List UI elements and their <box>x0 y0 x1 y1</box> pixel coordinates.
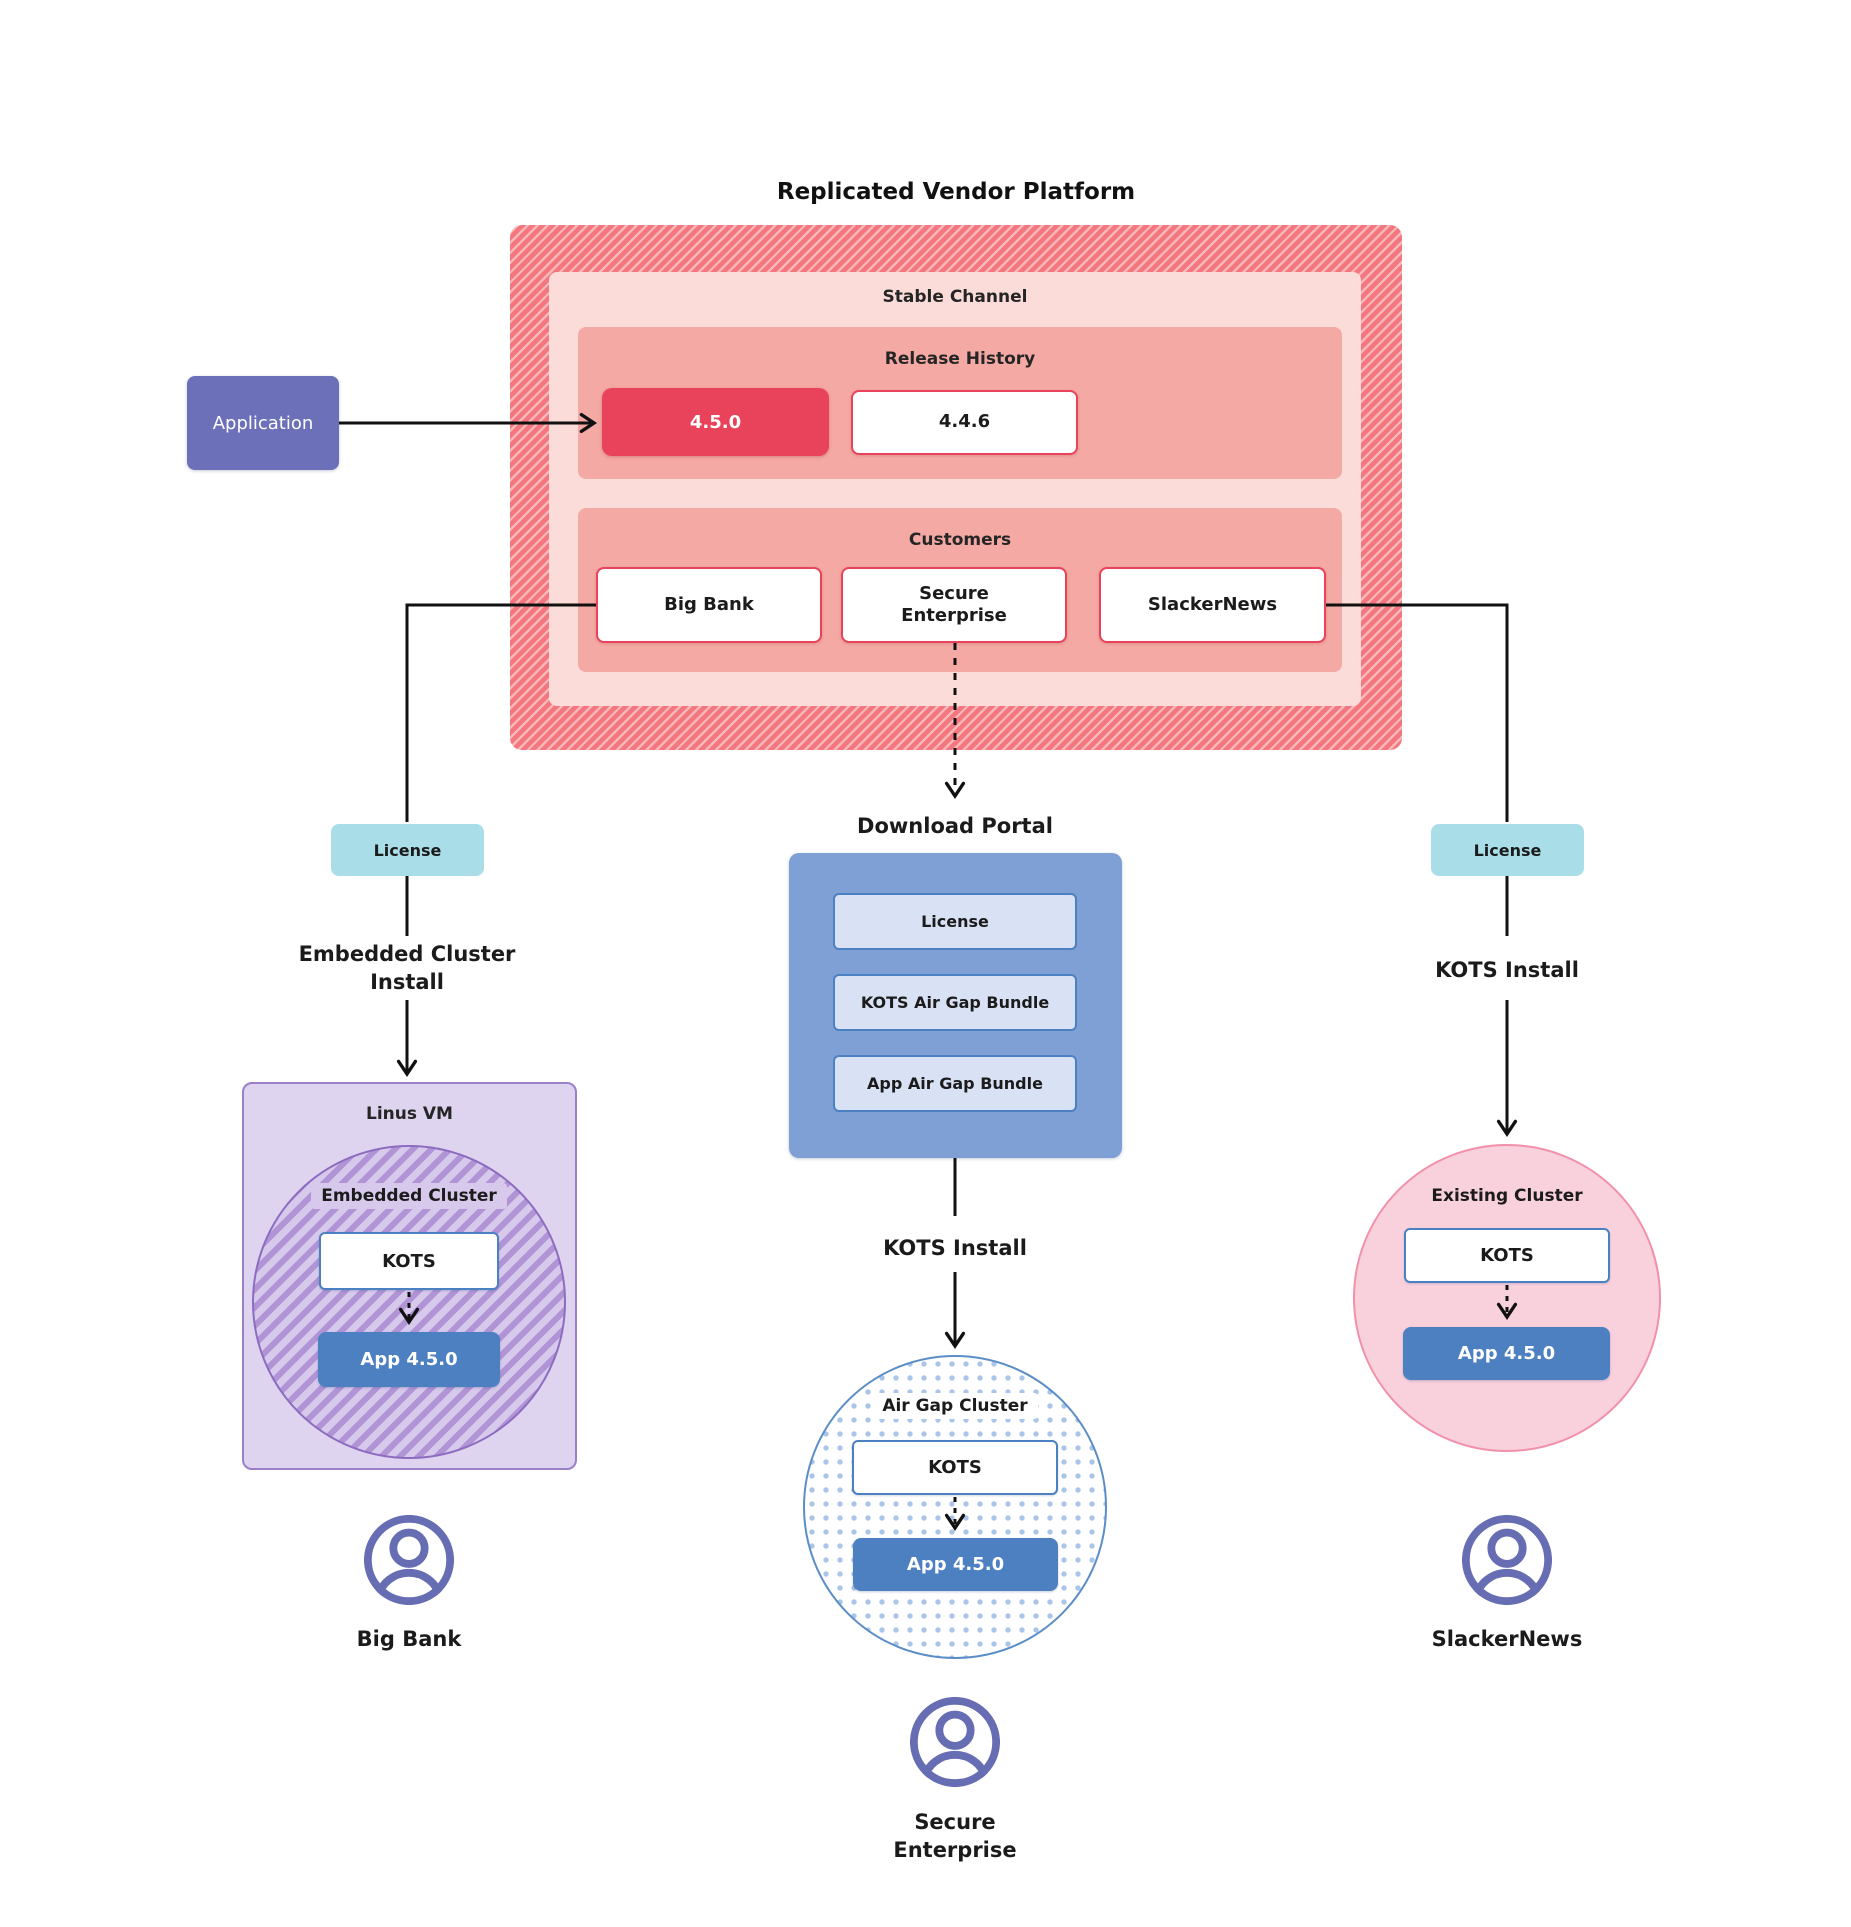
user-icon-slackernews <box>1458 1511 1556 1609</box>
license-badge-embedded: License <box>331 824 484 876</box>
portal-item-license: License <box>833 893 1077 950</box>
portal-item-kots-bundle: KOTS Air Gap Bundle <box>833 974 1077 1031</box>
release-box-current: 4.5.0 <box>602 388 829 456</box>
air-gap-cluster-label: Air Gap Cluster <box>855 1393 1055 1419</box>
user-label-slackernews: SlackerNews <box>1431 1627 1583 1651</box>
customer-box-slackernews: SlackerNews <box>1099 567 1326 643</box>
license-badge-existing: License <box>1431 824 1584 876</box>
kots-box-embedded: KOTS <box>319 1232 499 1290</box>
app-box-embedded: App 4.5.0 <box>318 1332 500 1387</box>
customers-label: Customers <box>908 530 1012 550</box>
person-icon <box>1461 1514 1553 1606</box>
embedded-cluster-label: Embedded Cluster <box>309 1183 509 1209</box>
user-icon-secure-enterprise <box>906 1693 1004 1791</box>
person-icon <box>909 1696 1001 1788</box>
download-portal-label: Download Portal <box>857 814 1053 838</box>
linus-vm-label: Linus VM <box>366 1104 453 1124</box>
customer-box-secure-enterprise: Secure Enterprise <box>841 567 1067 643</box>
install-label-embedded: Embedded Cluster Install <box>298 942 516 994</box>
kots-box-existing: KOTS <box>1404 1228 1610 1283</box>
application-node: Application <box>187 376 339 470</box>
kots-install-label-existing: KOTS Install <box>1435 958 1579 982</box>
user-label-secure-enterprise: Secure Enterprise <box>893 1810 1017 1862</box>
person-icon <box>363 1514 455 1606</box>
kots-box-airgap: KOTS <box>852 1440 1058 1495</box>
diagram-title: Replicated Vendor Platform <box>776 179 1136 205</box>
portal-item-app-bundle: App Air Gap Bundle <box>833 1055 1077 1112</box>
kots-install-label-airgap: KOTS Install <box>883 1236 1027 1260</box>
user-label-big-bank: Big Bank <box>356 1627 462 1651</box>
customer-box-big-bank: Big Bank <box>596 567 822 643</box>
release-history-label: Release History <box>884 349 1036 369</box>
app-box-existing: App 4.5.0 <box>1403 1327 1610 1380</box>
app-box-airgap: App 4.5.0 <box>853 1538 1058 1591</box>
release-box-previous: 4.4.6 <box>851 390 1078 455</box>
stable-channel-label: Stable Channel <box>882 287 1028 307</box>
existing-cluster-label: Existing Cluster <box>1431 1186 1583 1206</box>
user-icon-big-bank <box>360 1511 458 1609</box>
